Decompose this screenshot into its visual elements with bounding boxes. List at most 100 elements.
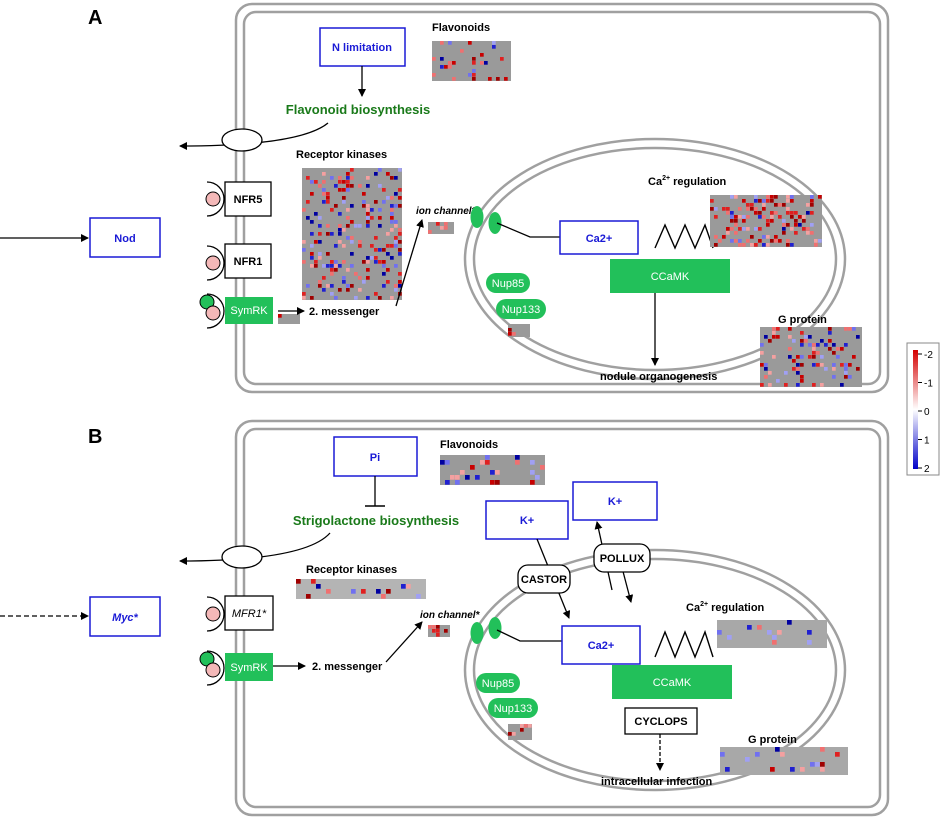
heatmap-cell [366,212,370,216]
heatmap-cell [318,184,322,188]
heatmap-cell [772,635,777,640]
nup85-label-b: Nup85 [482,678,514,690]
heatmap-cell [722,235,726,239]
heatmap-cell [444,222,448,226]
heatmap-cell [444,629,448,633]
ca2-node-a [559,220,639,255]
heatmap-cell [808,335,812,339]
heatmap-cell [776,379,780,383]
heatmap-cell [361,589,366,594]
heatmap-cell [445,460,450,465]
heatmap-cell [832,375,836,379]
heatmap-cell [370,244,374,248]
heatmap-cell [354,224,358,228]
heatmap-cell [394,236,398,240]
heatmap-cell [318,232,322,236]
heatmap-cell [322,276,326,280]
heatmap-cell [814,243,818,247]
heatmap-cell [734,219,738,223]
heatmap-cell [378,216,382,220]
heatmap-cell [358,240,362,244]
heatmap-cell [342,188,346,192]
heatmap-cell [318,224,322,228]
heatmap-cell [310,252,314,256]
heatmap-cell [445,480,450,485]
heatmap-cell [390,216,394,220]
heatmap-cell [840,347,844,351]
heatmap-cell [848,363,852,367]
heatmap-cell [812,351,816,355]
heatmap-cell [790,227,794,231]
heatmap-cell [366,260,370,264]
ccamk-label-a: CCaMK [651,271,690,283]
nup133-label-a: Nup133 [502,304,541,316]
heatmap-cell [342,280,346,284]
heatmap-cell [810,211,814,215]
heatmap-cell [346,288,350,292]
heatmap-cell [314,264,318,268]
nod-node [89,217,161,258]
strigolactone-transporter [221,545,263,569]
nucleus-inner [472,146,838,372]
heatmap-cell [302,260,306,264]
heatmap-cell [302,296,306,300]
heatmap-cell [436,633,440,637]
heatmap-cell [330,268,334,272]
heatmap-cell [428,230,432,234]
heatmap-cell [374,236,378,240]
heatmap-cell [436,222,440,226]
legend-tick-label: 2 [924,464,930,475]
heatmap-cell [778,203,782,207]
heatmap-cell [318,280,322,284]
ca2-node-b [561,625,641,665]
heatmap-cell [788,347,792,351]
receptor-kinases-heading: Receptor kinases [296,149,387,161]
heatmap-cell [796,355,800,359]
heatmap-cell [802,227,806,231]
heatmap-cell [326,192,330,196]
heatmap-cell [818,195,822,199]
heatmap-cell [350,284,354,288]
heatmap-cell [782,231,786,235]
heatmap-cell [808,355,812,359]
heatmap-cell [835,752,840,757]
heatmap-cell [764,375,768,379]
heatmap-cell [794,231,798,235]
heatmap-cell [770,199,774,203]
heatmap-cell [378,260,382,264]
ion-channel-heatmap-b [428,625,450,637]
heatmap-cell [322,192,326,196]
heatmap-cell [730,219,734,223]
heatmap-cell [386,252,390,256]
heatmap-cell [382,264,386,268]
heatmap-cell [512,332,516,336]
heatmap-cell [714,215,718,219]
legend-tick-label: 1 [924,436,930,447]
heatmap-cell [812,383,816,387]
heatmap-cell [794,223,798,227]
heatmap-cell [852,355,856,359]
heatmap-cell [432,73,436,77]
ca-oscillation-a [654,223,714,250]
heatmap-cell [366,204,370,208]
heatmap-cell [338,180,342,184]
heatmap-cell [812,347,816,351]
heatmap-cell [800,331,804,335]
heatmap-cell [790,199,794,203]
heatmap-cell [306,200,310,204]
heatmap-cell [790,243,794,247]
heatmap-cell [730,215,734,219]
heatmap-cell [734,223,738,227]
heatmap-cell [750,203,754,207]
heatmap-cell [770,219,774,223]
heatmap-cell [714,207,718,211]
heatmap-cell [520,724,524,728]
heatmap-cell [807,630,812,635]
heatmap-cell [326,200,330,204]
heatmap-cell [738,243,742,247]
heatmap-cell [342,276,346,280]
heatmap-cell [346,268,350,272]
mfr1-label: MFR1* [232,608,267,620]
channel-to-ca2-line-a [496,222,560,238]
heatmap-cell [382,200,386,204]
